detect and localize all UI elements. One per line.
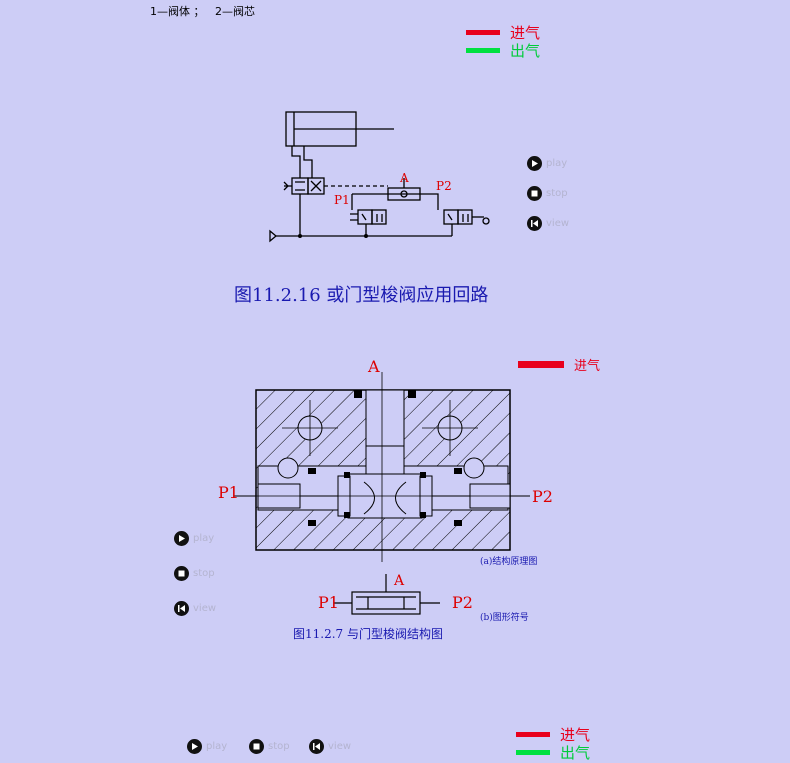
section-port-p1: P1 (218, 483, 239, 502)
legend-inlet-mid: 进气 (518, 355, 600, 374)
outlet-label: 出气 (560, 744, 591, 762)
outlet-label: 出气 (510, 42, 541, 60)
view-button-3[interactable]: view (309, 739, 351, 754)
outlet-swatch (516, 750, 550, 755)
section-port-p2: P2 (532, 487, 553, 506)
symbol-port-a: A (393, 573, 405, 589)
play-icon (527, 156, 542, 171)
rewind-icon (174, 601, 189, 616)
legend-outlet: 出气 (466, 40, 540, 61)
view-button-1[interactable]: view (527, 216, 569, 231)
figure-1-title: 图11.2.16 或门型梭阀应用回路 (234, 285, 489, 306)
view-label: view (193, 603, 217, 614)
symbol-port-p1: P1 (318, 593, 339, 612)
circuit-port-p1: P1 (334, 193, 350, 207)
caption-structure: (a)结构原理图 (480, 555, 537, 567)
outlet-swatch (466, 48, 500, 53)
legend-inlet: 进气 (466, 22, 540, 43)
stop-label: stop (268, 741, 290, 752)
inlet-label: 进气 (560, 726, 591, 744)
stop-button-2[interactable]: stop (174, 566, 215, 581)
play-label: play (193, 533, 215, 544)
inlet-label: 进气 (510, 24, 541, 42)
part-note: 1—阀体 ； 2—阀芯 (150, 5, 255, 18)
view-label: view (546, 218, 570, 229)
and-shuttle-section-view: A P1 P2 (a)结构原理图 (218, 357, 553, 567)
or-shuttle-circuit-diagram: A P1 P2 (269, 111, 490, 243)
stop-label: stop (193, 568, 215, 579)
stop-icon (249, 739, 264, 754)
view-label: view (328, 741, 352, 752)
inlet-swatch (518, 361, 564, 368)
inlet-swatch (466, 30, 500, 35)
play-label: play (546, 158, 568, 169)
legend-outlet-bottom: 出气 (516, 742, 590, 763)
section-port-a: A (367, 357, 380, 376)
stop-label: stop (546, 188, 568, 199)
stop-icon (174, 566, 189, 581)
circuit-port-p2: P2 (436, 179, 452, 193)
play-icon (187, 739, 202, 754)
caption-symbol: (b)图形符号 (480, 611, 529, 623)
play-button-3[interactable]: play (187, 739, 227, 754)
stop-button-1[interactable]: stop (527, 186, 568, 201)
rewind-icon (309, 739, 324, 754)
and-shuttle-symbol: A P1 P2 (b)图形符号 (318, 573, 529, 623)
figure-2-title: 图11.2.7 与门型梭阀结构图 (293, 627, 443, 641)
view-button-2[interactable]: view (174, 601, 216, 616)
stop-icon (527, 186, 542, 201)
play-button-1[interactable]: play (527, 156, 567, 171)
inlet-label: 进气 (574, 359, 601, 374)
play-label: play (206, 741, 228, 752)
play-icon (174, 531, 189, 546)
rewind-icon (527, 216, 542, 231)
symbol-port-p2: P2 (452, 593, 473, 612)
circuit-port-a: A (399, 171, 409, 185)
stop-button-3[interactable]: stop (249, 739, 290, 754)
legend-inlet-bottom: 进气 (516, 724, 590, 745)
play-button-2[interactable]: play (174, 531, 214, 546)
inlet-swatch (516, 732, 550, 737)
